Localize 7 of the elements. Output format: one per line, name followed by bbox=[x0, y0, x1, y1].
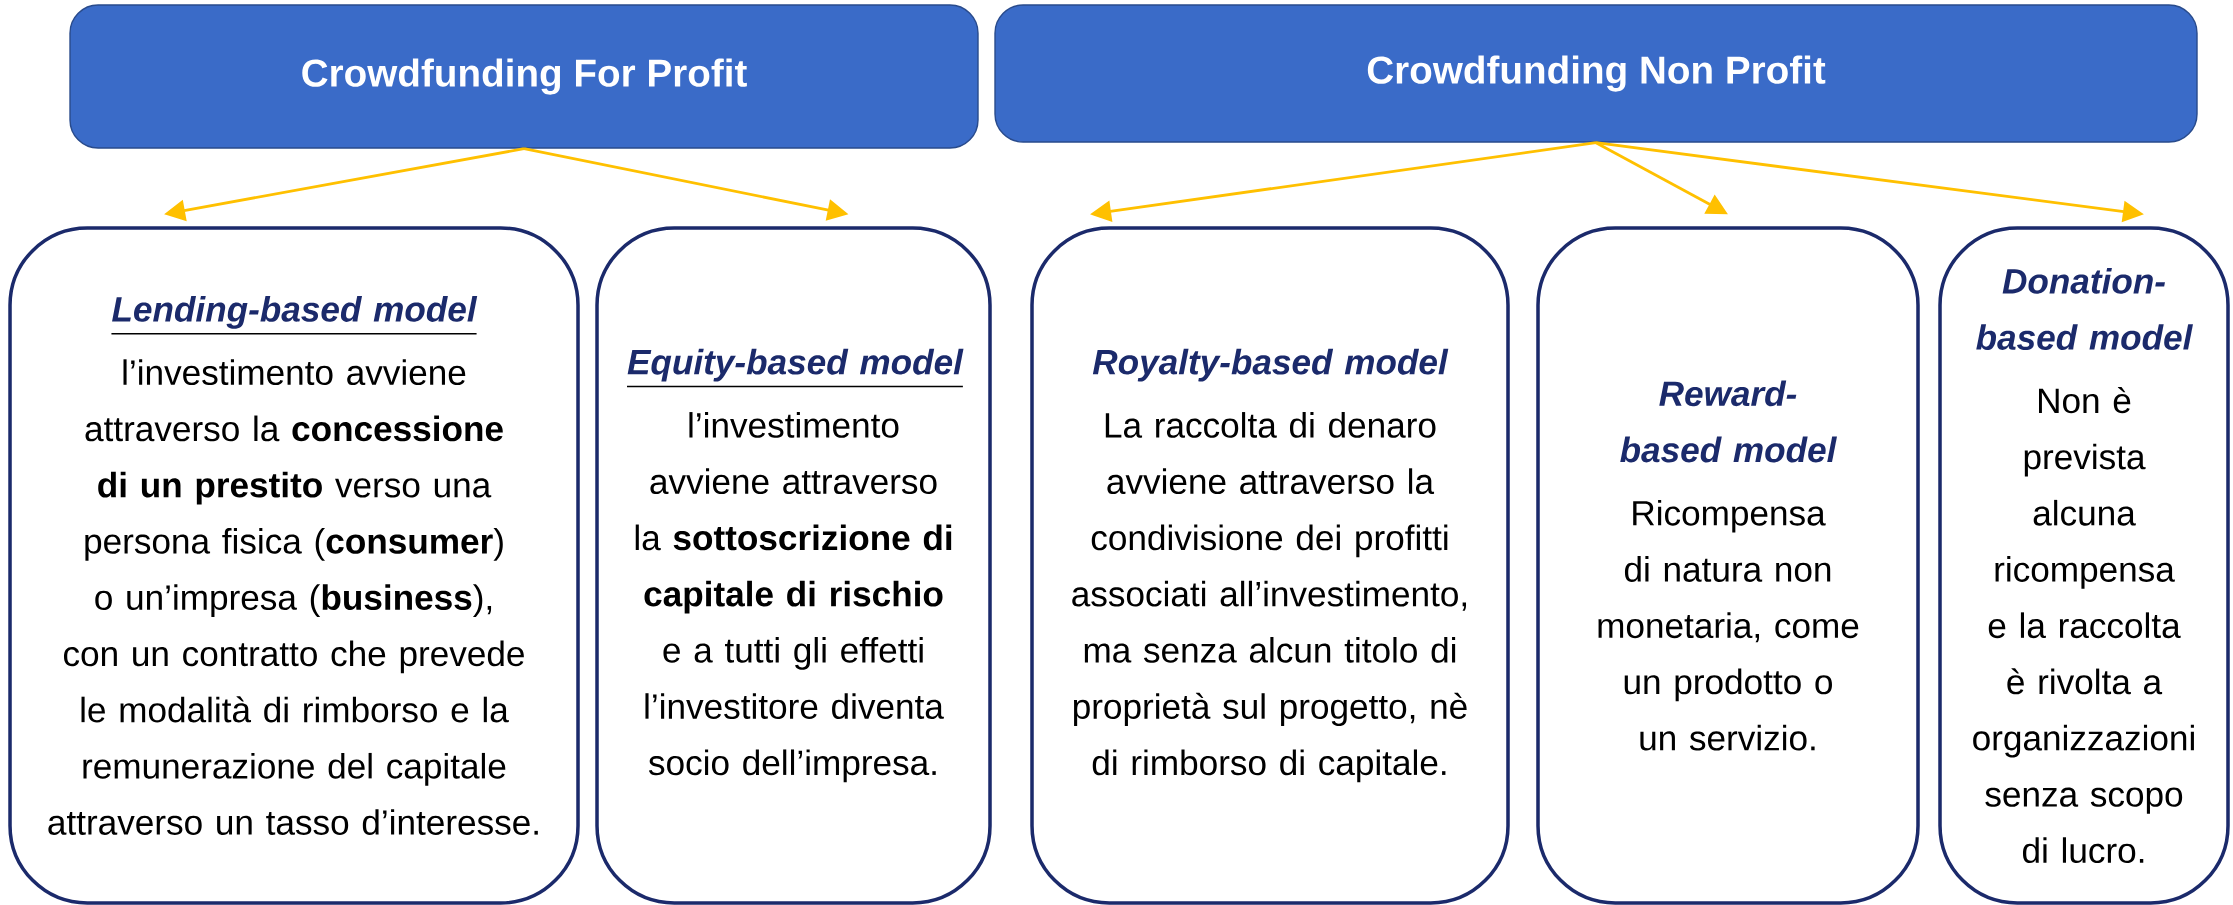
model-box: Royalty-based model La raccolta di denaro avviene attraverso la condivisione dei profitti associati all’investimento, ma senza alcun titolo di proprietà sul progetto, nè di rimborso di capitale. bbox=[1030, 226, 1510, 905]
category-box: Crowdfunding Non Profit bbox=[994, 4, 2198, 143]
model-box: Equity-based model l’investimento avviene attraverso la sottoscrizione di capitale di rischio e a tutti gli effetti l’investitore diventa socio dell’impresa. bbox=[595, 226, 992, 905]
model-box: Donation-based model Non è prevista alcuna ricompensa e la raccolta è rivolta a organizzazioni senza scopo di lucro. bbox=[1938, 226, 2230, 905]
category-box: Crowdfunding For Profit bbox=[69, 4, 979, 149]
model-box: Reward-based model Ricompensa di natura non monetaria, come un prodotto o un servizio. bbox=[1536, 226, 1920, 905]
model-box: Lending-based model l’investimento avviene attraverso la concessione di un prestito verso una persona fisica (consumer) o un’impresa (business), con un contratto che prevede le modalità di rimborso e la remunerazione del capitale attraverso un tasso d’interesse. bbox=[8, 226, 580, 905]
